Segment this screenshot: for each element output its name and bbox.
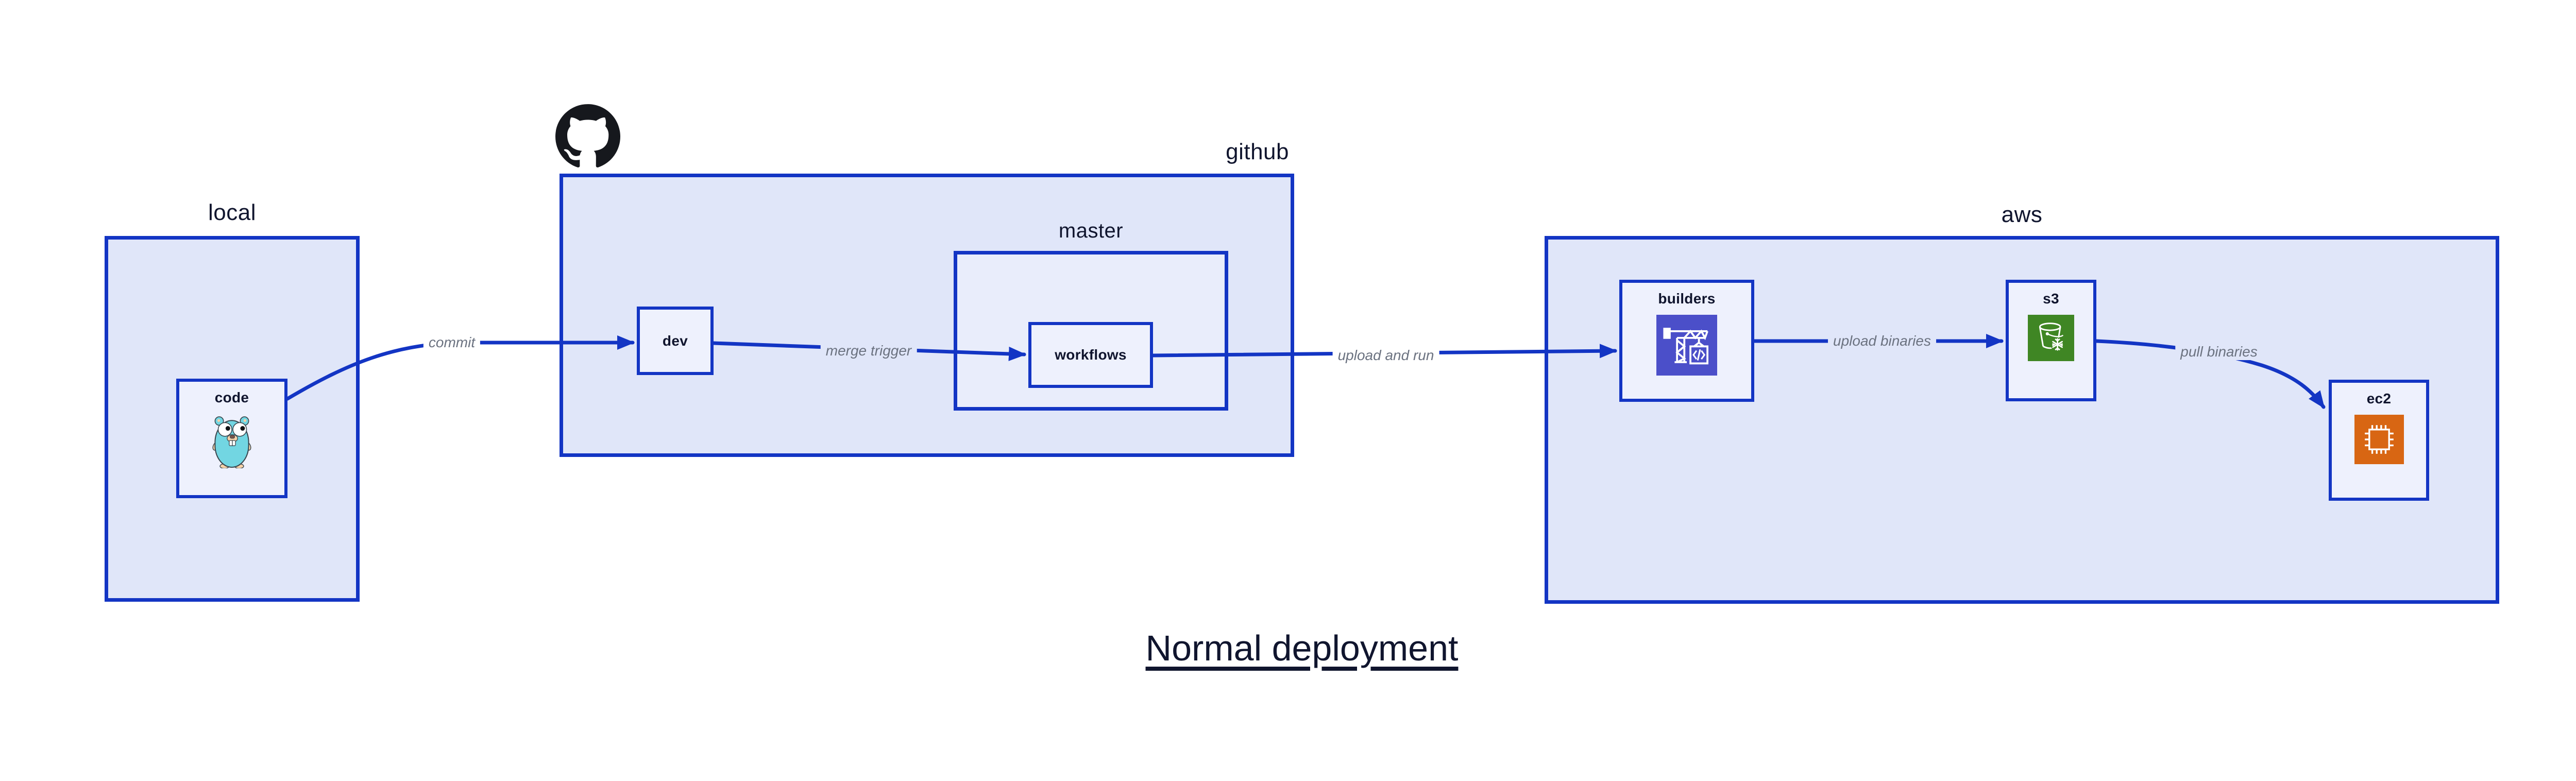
s3-label: s3 xyxy=(2043,291,2059,307)
go-gopher-icon xyxy=(212,416,251,468)
codebuild-crane-icon xyxy=(1656,315,1717,376)
edge-merge-trigger-label: merge trigger xyxy=(820,343,917,359)
code-label: code xyxy=(214,389,249,405)
github-label: github xyxy=(1226,139,1289,164)
ec2-label: ec2 xyxy=(2366,390,2392,406)
aws-label: aws xyxy=(2001,202,2043,227)
edge-pull-binaries-label: pull binaries xyxy=(2175,344,2263,360)
dev-label: dev xyxy=(662,332,688,349)
master-label: master xyxy=(1058,219,1124,242)
edge-commit-label: commit xyxy=(423,334,481,351)
node-workflows: workflows xyxy=(1028,322,1153,388)
edge-upload-binaries-label: upload binaries xyxy=(1828,333,1936,349)
diagram-title: Normal deployment xyxy=(0,627,2576,669)
node-s3: s3 xyxy=(2006,280,2096,401)
node-ec2: ec2 xyxy=(2329,380,2429,501)
s3-bucket-icon xyxy=(2028,315,2074,361)
builders-label: builders xyxy=(1658,291,1716,307)
github-octocat-icon xyxy=(555,104,620,167)
local-label: local xyxy=(208,200,256,225)
ec2-chip-icon xyxy=(2354,415,2404,464)
node-builders: builders xyxy=(1619,280,1754,402)
workflows-label: workflows xyxy=(1055,347,1127,363)
edge-upload-and-run-label: upload and run xyxy=(1332,347,1439,364)
diagram-title-text: Normal deployment xyxy=(1145,628,1459,668)
node-code: code xyxy=(176,379,287,498)
node-dev: dev xyxy=(637,307,714,375)
